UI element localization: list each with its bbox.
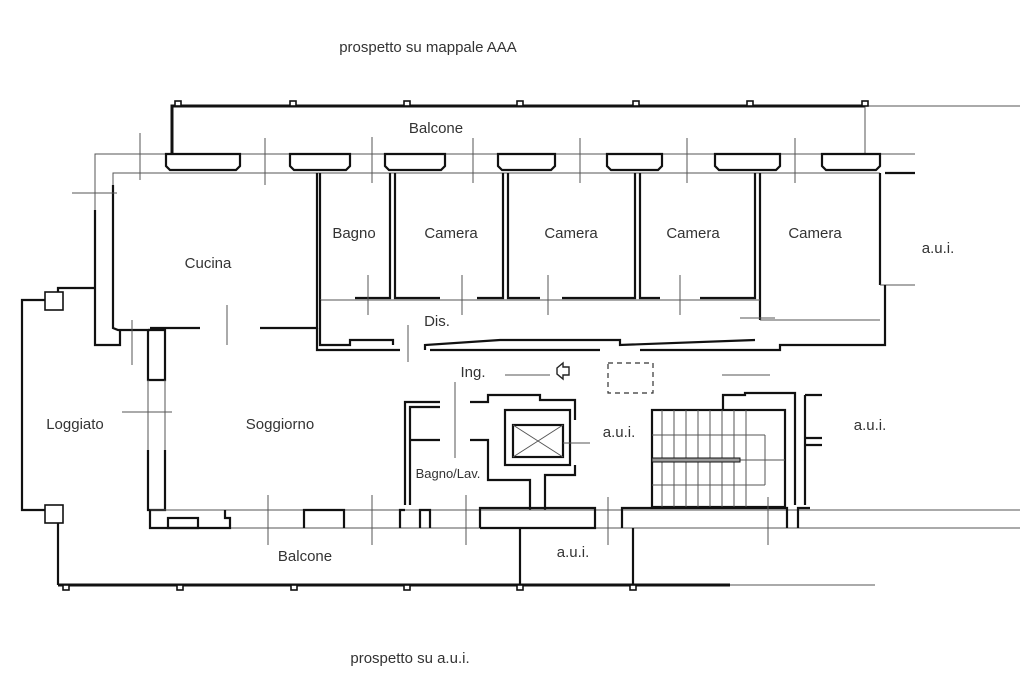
aui-bottom-label: a.u.i. bbox=[557, 544, 590, 561]
camera-1-label: Camera bbox=[424, 225, 478, 242]
bagno-label: Bagno bbox=[332, 225, 375, 242]
bottom-facade-label: prospetto su a.u.i. bbox=[350, 650, 469, 667]
top-facade-label: prospetto su mappale AAA bbox=[339, 39, 517, 56]
loggiato-label: Loggiato bbox=[46, 416, 104, 433]
balcone-top-label: Balcone bbox=[409, 120, 463, 137]
aui-right-top-label: a.u.i. bbox=[922, 240, 955, 257]
aui-right-mid-label: a.u.i. bbox=[854, 417, 887, 434]
stairwell bbox=[650, 408, 787, 509]
aui-stair-hall-label: a.u.i. bbox=[603, 424, 636, 441]
camera-3-label: Camera bbox=[666, 225, 720, 242]
bottom-walls bbox=[58, 506, 1020, 591]
interior-walls bbox=[315, 173, 887, 510]
exterior-walls bbox=[20, 152, 915, 585]
door-swing-marks bbox=[72, 133, 796, 545]
balcony-railing-top bbox=[170, 100, 1020, 155]
dis-label: Dis. bbox=[424, 313, 450, 330]
ing-label: Ing. bbox=[460, 364, 485, 381]
soggiorno-label: Soggiorno bbox=[246, 416, 314, 433]
bagno-lav-label: Bagno/Lav. bbox=[416, 466, 481, 481]
balcone-bottom-label: Balcone bbox=[278, 548, 332, 565]
camera-4-label: Camera bbox=[788, 225, 842, 242]
camera-2-label: Camera bbox=[544, 225, 598, 242]
cucina-label: Cucina bbox=[185, 255, 232, 272]
